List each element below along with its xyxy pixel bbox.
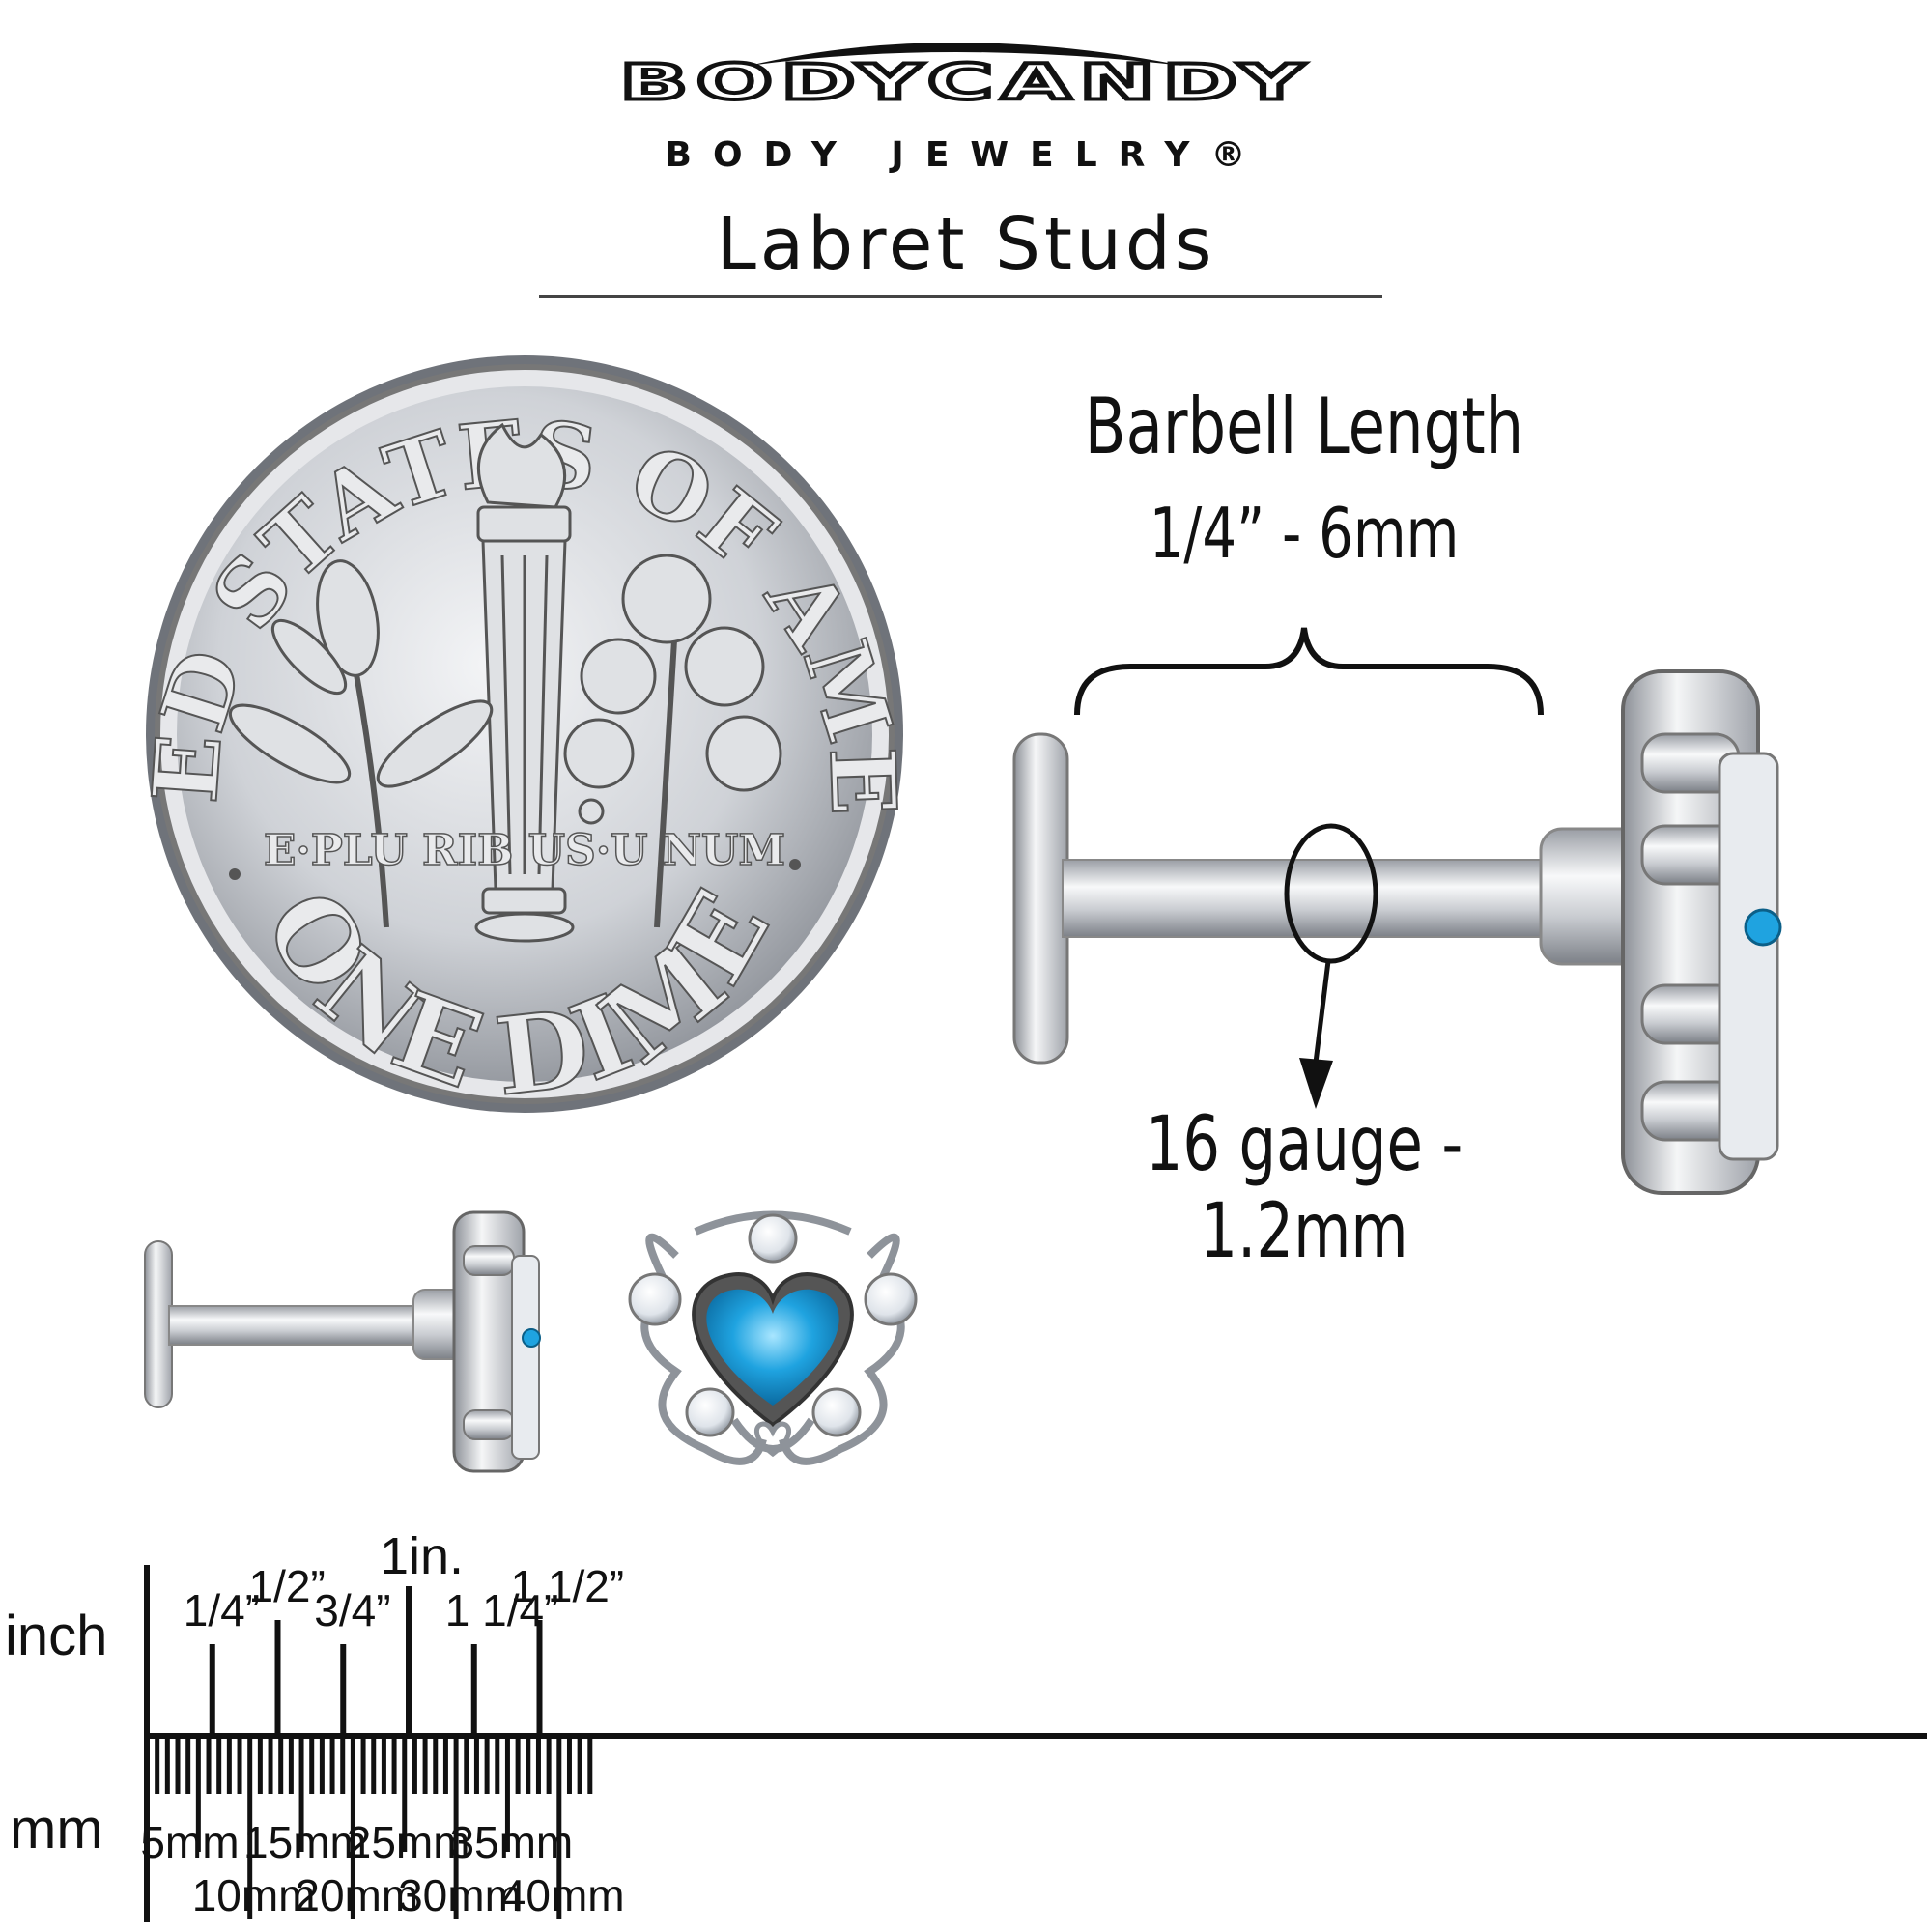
logo-wordmark: BODYCANDY: [619, 53, 1312, 111]
heart-bezel: [692, 1272, 854, 1428]
oak-branch-icon: [563, 554, 782, 928]
stud-top-side: [1621, 669, 1760, 1195]
brand-logo: BODYCANDY: [617, 43, 1312, 113]
logo-arc: [749, 43, 1183, 66]
ruler-inch-label: inch: [5, 1605, 108, 1667]
mm-tick-label: 15mm: [243, 1817, 367, 1867]
side-gem-edge: [1718, 752, 1779, 1161]
coin-edge: [155, 364, 895, 1104]
brand-tagline: BODY JEWELRY®: [665, 135, 1267, 175]
mm-tick-label: 35mm: [449, 1817, 574, 1867]
inch-tick-label: 3/4”: [314, 1585, 391, 1635]
coin-dot-left: [229, 868, 241, 880]
small-flat-back: [144, 1240, 173, 1408]
coin-dot-right: [789, 859, 801, 870]
mm-tick-label: 10mm: [191, 1870, 316, 1920]
flat-back-disc: [1012, 732, 1069, 1065]
torch-icon: [474, 422, 575, 943]
ruler-mm-label: mm: [10, 1798, 103, 1861]
small-shaft: [168, 1305, 421, 1346]
gauge-label: 16 gauge - 1.2mm: [1145, 1101, 1463, 1275]
small-blue-gem-icon: [522, 1328, 541, 1348]
cz-top-icon: [748, 1213, 798, 1264]
filigree-frame: [640, 1210, 905, 1465]
inch-tick-label: 1 1/4”: [444, 1585, 559, 1635]
threaded-end: [1539, 827, 1649, 966]
inch-tick-label: 1 1/2”: [510, 1561, 625, 1611]
inch-tick-label: 1/4”: [183, 1585, 261, 1635]
barbell-shaft: [1062, 859, 1551, 938]
mm-tick-label: 5mm: [140, 1817, 240, 1867]
cz-left-icon: [628, 1272, 682, 1326]
mm-tick-label: 20mm: [295, 1870, 419, 1920]
coin-rim: [146, 355, 903, 1113]
barbell-bracket: [1074, 627, 1544, 716]
mm-tick-label: 25mm: [346, 1817, 470, 1867]
mm-tick-label: 30mm: [398, 1870, 522, 1920]
small-stud-top: [452, 1210, 526, 1473]
cz-right-icon: [864, 1272, 918, 1326]
inch-tick-label: 1in.: [380, 1527, 465, 1585]
inch-tick-label: 1/2”: [248, 1561, 326, 1611]
cz-bottom-left-icon: [685, 1387, 735, 1437]
gauge-ring: [1284, 823, 1378, 964]
barbell-length-label: Barbell Length: [1084, 382, 1524, 471]
blue-gem-icon: [1744, 908, 1782, 947]
olive-branch-icon: [228, 559, 494, 928]
mm-tick-label: 40mm: [500, 1870, 625, 1920]
cz-bottom-right-icon: [811, 1387, 862, 1437]
page-title: Labret Studs: [716, 203, 1216, 286]
small-heart-icon: [754, 1421, 791, 1458]
coin-bottom-text: ONE DIME: [240, 869, 793, 1120]
small-threaded-end: [412, 1289, 468, 1360]
barbell-length-value: 1/4” - 6mm: [1149, 493, 1460, 574]
gauge-arrow-line: [1313, 960, 1331, 1064]
coin-motto: E·PLU RIB US·U NUM: [264, 826, 785, 875]
blue-heart-gem-icon: [706, 1289, 839, 1406]
title-underline: [539, 295, 1382, 298]
coin-face: [177, 386, 872, 1082]
